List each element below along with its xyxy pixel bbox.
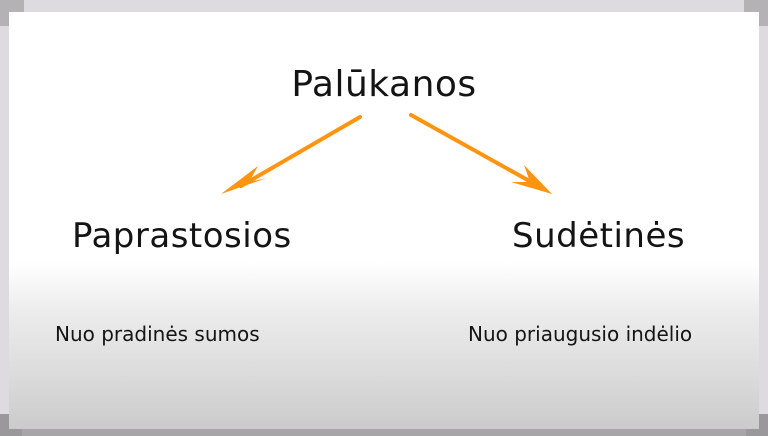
- branch-compound-label: Sudėtinės: [512, 216, 686, 256]
- arrow-down-right-icon: [409, 113, 552, 194]
- arrow-down-left-icon: [221, 115, 362, 194]
- frame-corner: [0, 0, 9, 26]
- slide: Palūkanos Paprastosios Sudėtinės Nuo pra…: [9, 12, 759, 429]
- branch-simple-label: Paprastosios: [72, 216, 292, 256]
- frame-bottom-border: [0, 429, 768, 436]
- branch-compound-description: Nuo priaugusio indėlio: [468, 322, 693, 346]
- diagram-title: Palūkanos: [291, 64, 477, 105]
- branch-simple-description: Nuo pradinės sumos: [55, 322, 260, 346]
- arrows-layer: [221, 113, 552, 194]
- frame-corner: [759, 0, 768, 26]
